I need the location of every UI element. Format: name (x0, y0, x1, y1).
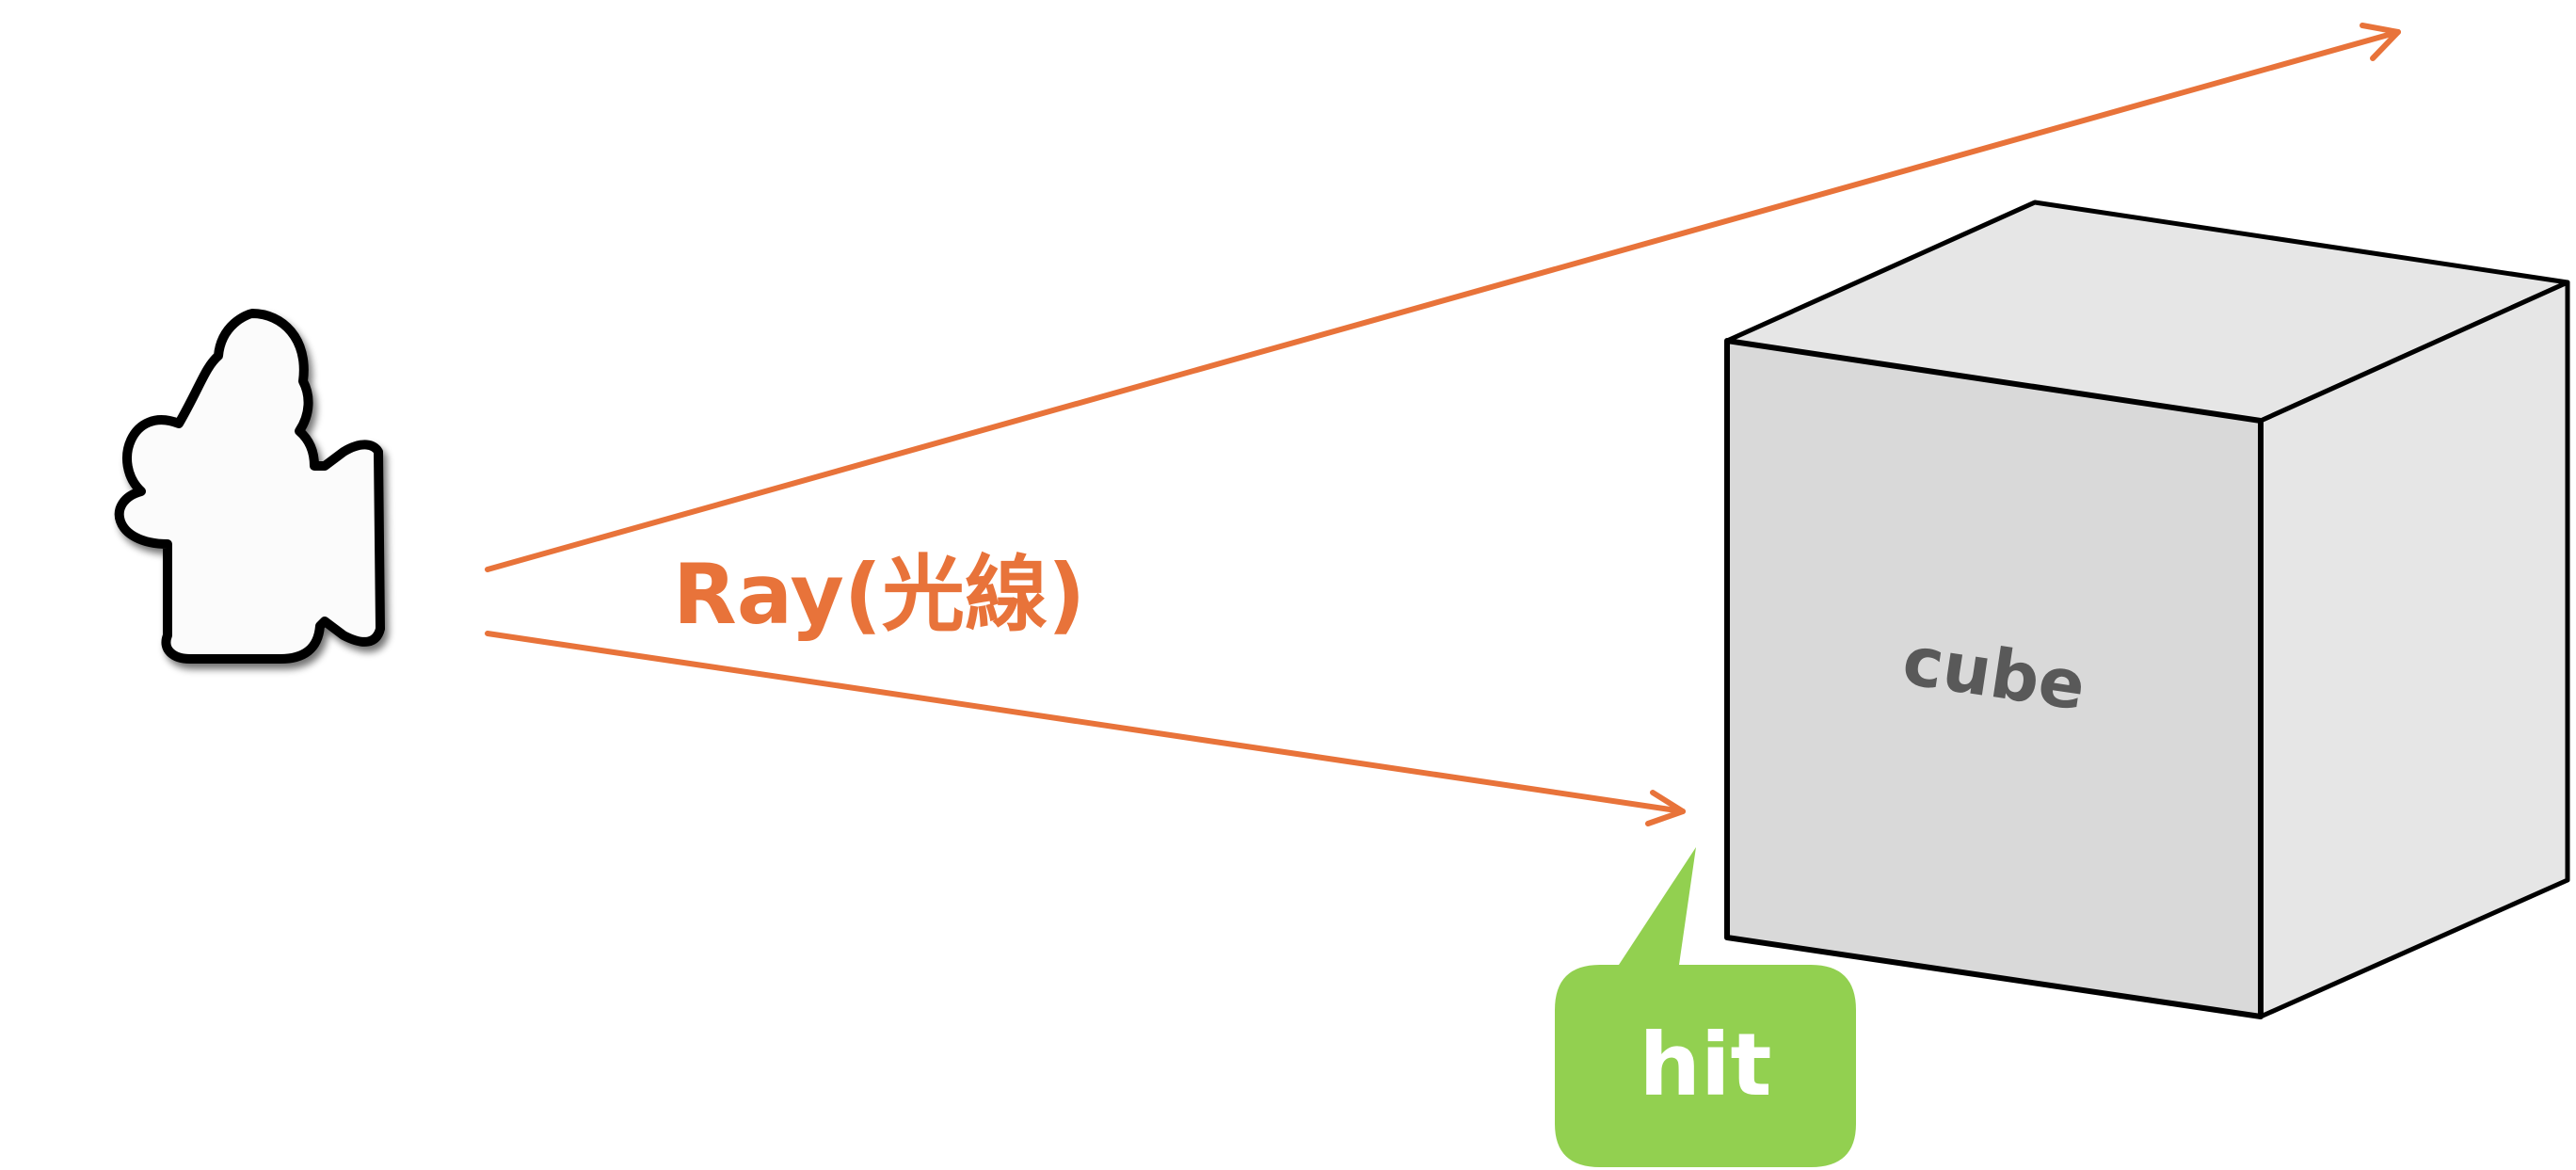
video-camera-icon (114, 309, 385, 664)
cube-front-face (1724, 338, 2264, 1019)
hit-callout: hit (1555, 847, 1856, 1167)
hit-label: hit (1639, 1015, 1771, 1115)
cube: cube (1724, 200, 2570, 1019)
ray-label: Ray(光線) (673, 546, 1085, 643)
ray-upper (485, 23, 2401, 572)
ray-lower (485, 631, 1686, 826)
